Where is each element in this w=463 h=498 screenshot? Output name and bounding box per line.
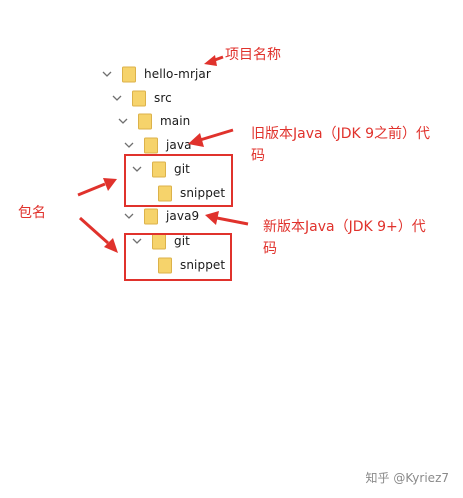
chevron-down-icon[interactable] <box>100 67 114 81</box>
folder-icon <box>158 257 172 274</box>
tree-item-label: snippet <box>180 186 226 200</box>
annotation-old-version-line2: 码 <box>251 148 265 164</box>
folder-icon <box>152 161 166 178</box>
folder-icon <box>158 185 172 202</box>
chevron-down-icon[interactable] <box>122 209 136 223</box>
tree-item-label: java <box>166 138 192 152</box>
folder-icon <box>132 90 146 107</box>
folder-icon <box>144 208 158 225</box>
tree-item-snippet[interactable]: snippet <box>158 181 225 205</box>
chevron-down-icon[interactable] <box>130 234 144 248</box>
tree-item-git[interactable]: git <box>130 229 190 253</box>
arrow-new-version <box>205 211 249 226</box>
tree-item-java[interactable]: java <box>122 133 192 157</box>
tree-item-hello-mrjar[interactable]: hello-mrjar <box>100 62 211 86</box>
tree-item-label: snippet <box>180 258 226 272</box>
annotation-new-version-line2: 码 <box>263 241 277 257</box>
arrow-project-name <box>204 55 224 66</box>
tree-item-git[interactable]: git <box>130 157 190 181</box>
tree-item-label: git <box>174 162 190 176</box>
tree-item-label: git <box>174 234 190 248</box>
tree-item-label: hello-mrjar <box>144 67 211 81</box>
annotation-new-version-line1: 新版本Java（JDK 9+）代 <box>263 219 426 235</box>
highlight-box-old-package <box>124 154 233 207</box>
tree-item-label: src <box>154 91 172 105</box>
arrow-package-upper <box>77 178 117 197</box>
chevron-down-icon[interactable] <box>122 138 136 152</box>
chevron-down-icon[interactable] <box>116 114 130 128</box>
tree-item-main[interactable]: main <box>116 109 190 133</box>
annotation-project-name: 项目名称 <box>225 47 281 63</box>
watermark: 知乎 @Kyriez7 <box>365 471 450 485</box>
chevron-down-icon[interactable] <box>130 162 144 176</box>
tree-item-src[interactable]: src <box>110 86 172 110</box>
folder-icon <box>144 137 158 154</box>
tree-item-label: main <box>160 114 191 128</box>
chevron-down-icon[interactable] <box>110 91 124 105</box>
folder-icon <box>138 113 152 130</box>
annotation-old-version-line1: 旧版本Java（JDK 9之前）代 <box>251 126 431 142</box>
tree-item-snippet[interactable]: snippet <box>158 253 225 277</box>
folder-icon <box>122 66 136 83</box>
arrow-old-version <box>188 128 234 147</box>
highlight-box-new-package <box>124 233 232 281</box>
arrow-package-lower <box>79 216 118 253</box>
tree-item-label: java9 <box>166 209 200 223</box>
annotation-package-name: 包名 <box>18 205 46 221</box>
tree-item-java9[interactable]: java9 <box>122 204 199 228</box>
